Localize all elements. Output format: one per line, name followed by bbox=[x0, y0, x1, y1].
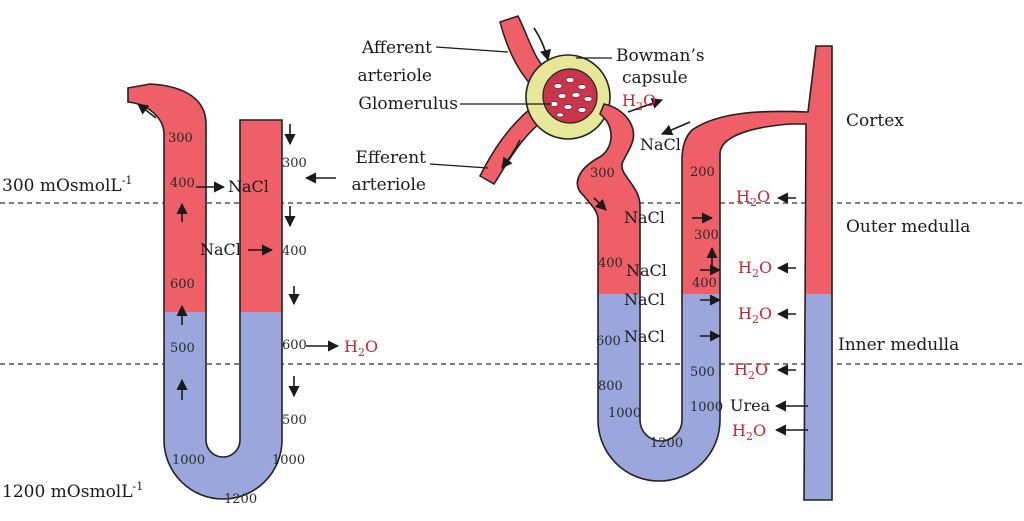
right-asc-value: 500 bbox=[690, 365, 715, 380]
left-asc-value: 400 bbox=[170, 176, 195, 191]
flow-arrows bbox=[137, 27, 808, 436]
glomerulus-capillaries bbox=[549, 77, 593, 118]
right-nacl-2: NaCl bbox=[626, 261, 667, 280]
label-afferent-arteriole: Afferent bbox=[361, 38, 432, 58]
right-pct-value: 300 bbox=[590, 166, 615, 181]
right-bottom-value: 1200 bbox=[650, 436, 683, 451]
label-afferent-arteriole-2: arteriole bbox=[358, 66, 432, 86]
left-asc-value: 300 bbox=[168, 131, 193, 146]
left-desc-value: 400 bbox=[282, 244, 307, 259]
right-nacl-3: NaCl bbox=[624, 290, 665, 309]
left-asc-value: 1000 bbox=[172, 453, 205, 468]
left-desc-value: 600 bbox=[282, 338, 307, 353]
left-desc-value: 1000 bbox=[272, 453, 305, 468]
zone-cortex: Cortex bbox=[846, 111, 904, 131]
label-leaders bbox=[429, 46, 612, 169]
scale-top: 300 mOsmolL-1 bbox=[2, 174, 132, 196]
right-asc-value: 200 bbox=[690, 165, 715, 180]
right-desc-value: 800 bbox=[598, 379, 623, 394]
glomerulus bbox=[542, 68, 598, 124]
label-efferent-arteriole: Efferent bbox=[355, 148, 426, 168]
right-h2o-3: H2O bbox=[738, 304, 772, 326]
right-urea: Urea bbox=[730, 396, 771, 415]
right-asc-value: 300 bbox=[694, 228, 719, 243]
right-h2o-2: H2O bbox=[738, 258, 772, 280]
left-desc-value: 500 bbox=[282, 413, 307, 428]
right-h2o-4: H2O bbox=[734, 360, 768, 382]
right-h2o-cortex: H2O bbox=[622, 91, 656, 113]
label-bowmans-capsule: Bowman’s bbox=[616, 46, 705, 66]
zone-inner-medulla: Inner medulla bbox=[838, 335, 959, 355]
right-h2o-1: H2O bbox=[736, 187, 770, 209]
right-desc-value: 1000 bbox=[608, 406, 641, 421]
right-nacl-4: NaCl bbox=[624, 327, 665, 346]
right-asc-value: 1000 bbox=[690, 400, 723, 415]
label-bowmans-capsule-2: capsule bbox=[622, 68, 688, 88]
left-bottom-value: 1200 bbox=[224, 492, 257, 507]
right-asc-value: 400 bbox=[692, 276, 717, 291]
left-loop-of-henle bbox=[127, 83, 283, 500]
left-desc-value: 300 bbox=[282, 156, 307, 171]
labels: Cortex Outer medulla Inner medulla 300 m… bbox=[2, 38, 970, 507]
left-nacl-out: NaCl bbox=[228, 177, 269, 196]
right-h2o-5: H2O bbox=[732, 421, 766, 443]
right-nacl-cortex: NaCl bbox=[640, 135, 681, 154]
label-glomerulus: Glomerulus bbox=[358, 94, 458, 114]
right-nacl-1: NaCl bbox=[624, 208, 665, 227]
left-asc-value: 600 bbox=[170, 277, 195, 292]
right-desc-value: 600 bbox=[596, 334, 621, 349]
zone-outer-medulla: Outer medulla bbox=[846, 217, 970, 237]
right-nephron bbox=[479, 15, 833, 501]
right-desc-value: 400 bbox=[598, 256, 623, 271]
scale-bottom: 1200 mOsmolL-1 bbox=[2, 480, 143, 502]
left-h2o-out: H2O bbox=[344, 337, 378, 359]
left-asc-value: 500 bbox=[170, 341, 195, 356]
left-nacl-in: NaCl bbox=[200, 240, 241, 259]
label-efferent-arteriole-2: arteriole bbox=[352, 175, 426, 195]
